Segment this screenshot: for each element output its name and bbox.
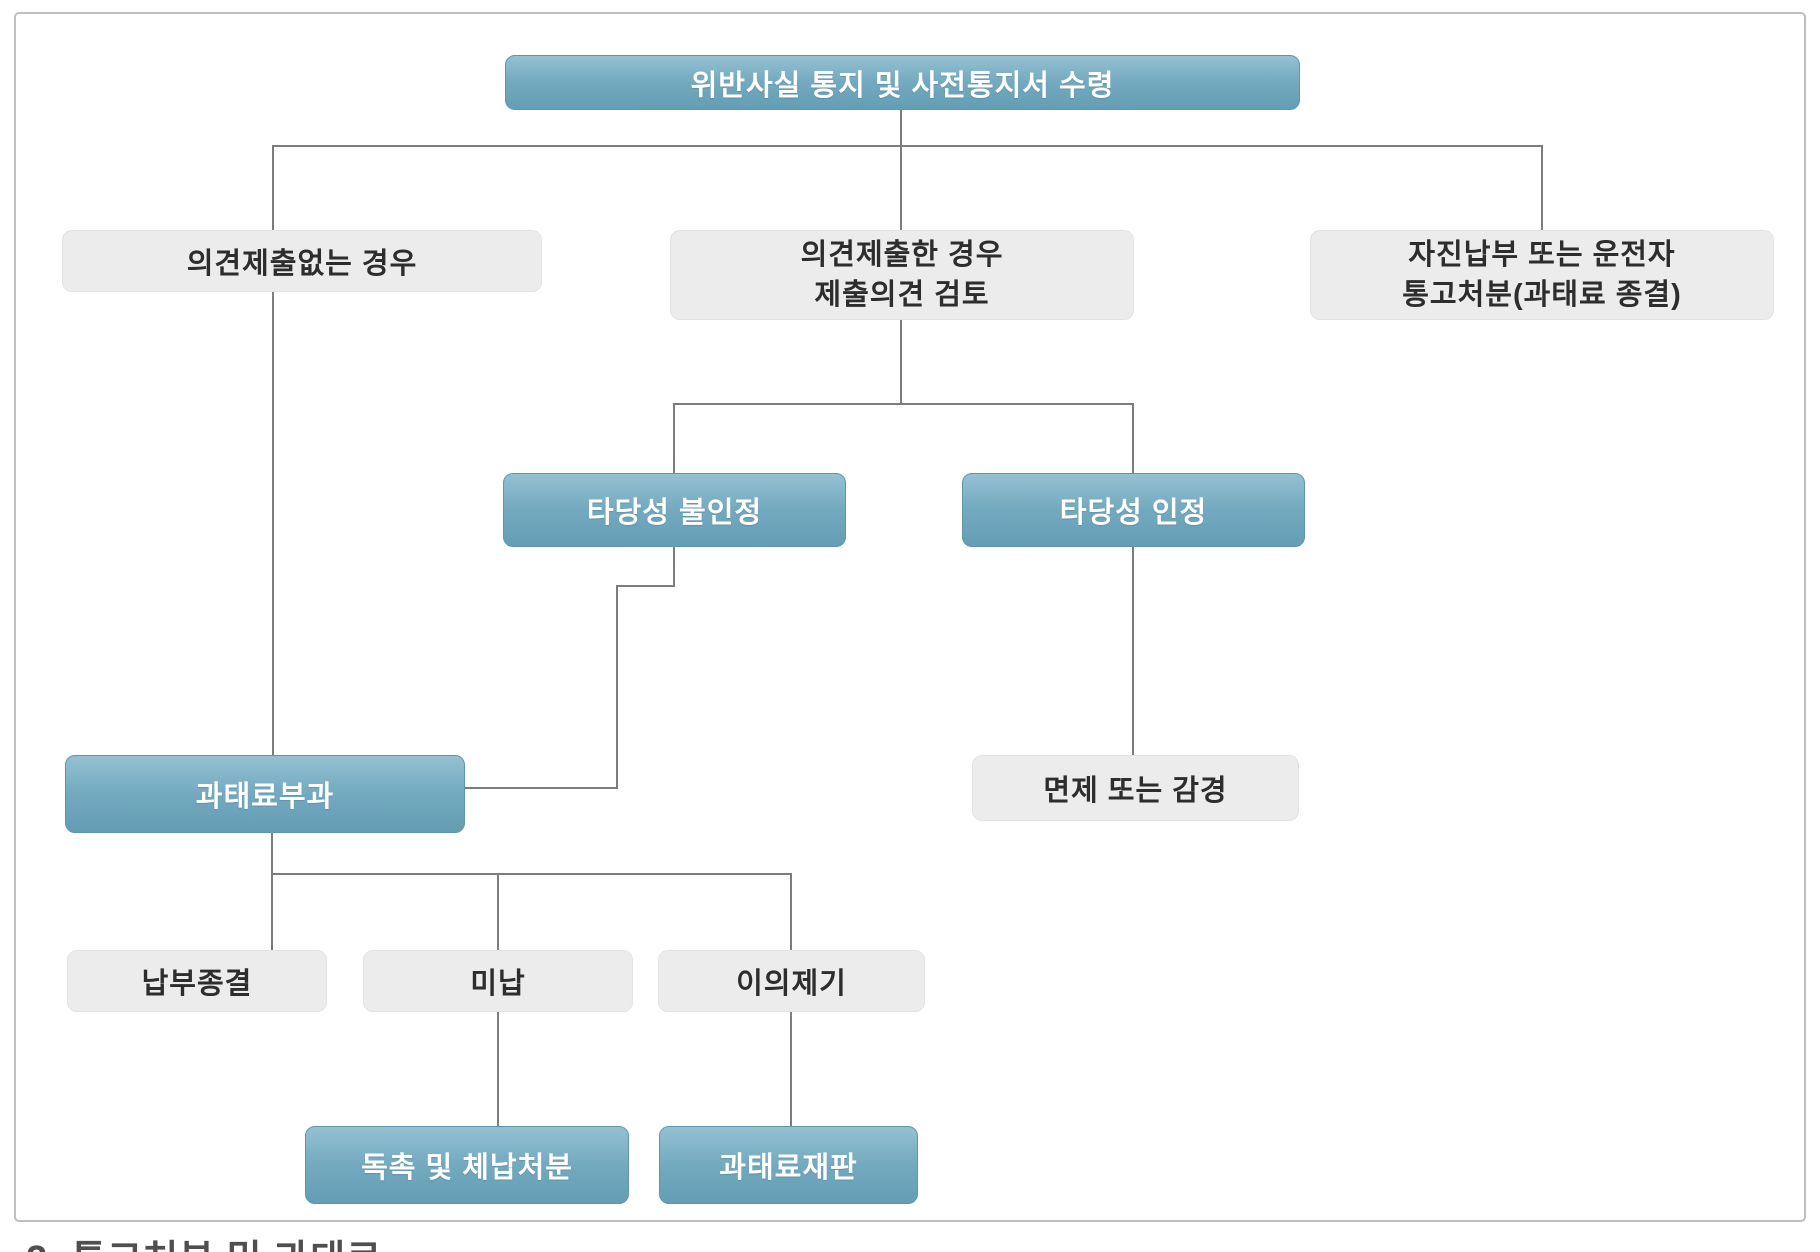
node-label: 이의제기	[736, 968, 847, 1000]
connector-fine-down	[271, 831, 273, 873]
node-objection: 이의제기	[658, 950, 925, 1012]
node-label: 과태료재판	[719, 1152, 858, 1184]
connector-opinion-down	[900, 318, 902, 403]
node-fine-imposed: 과태료부과	[65, 755, 465, 833]
node-unpaid: 미납	[363, 950, 633, 1012]
node-label: 타당성 불인정	[586, 497, 763, 529]
connector-denied-elbow-v1	[673, 545, 675, 585]
node-label-line1: 자진납부 또는 운전자	[1408, 239, 1676, 271]
node-label: 타당성 인정	[1059, 497, 1208, 529]
node-label-line2: 통고처분(과태료 종결)	[1402, 279, 1682, 311]
connector-top-to-middle	[900, 108, 902, 230]
node-label-line1: 의견제출한 경우	[800, 239, 1004, 271]
section-heading-clipped: 2. 통고처분 및 과태료	[26, 1228, 382, 1252]
connector-accepted-to-exemption	[1132, 545, 1134, 755]
node-no-opinion: 의견제출없는 경우	[62, 230, 542, 292]
connector-drop-left	[272, 145, 274, 230]
connector-level2-horizontal	[673, 403, 1134, 405]
node-demand-disposition: 독촉 및 체납처분	[305, 1126, 629, 1204]
node-label: 면제 또는 감경	[1043, 775, 1228, 807]
node-label: 의견제출없는 경우	[186, 248, 418, 280]
connector-denied-elbow-v2	[616, 585, 618, 787]
connector-drop-paymentclosed	[271, 873, 273, 950]
connector-drop-unpaid	[497, 873, 499, 950]
diagram-frame	[14, 12, 1806, 1222]
connector-denied-elbow-h2	[463, 787, 618, 789]
node-label-line2: 제출의견 검토	[814, 279, 990, 311]
node-fine-trial: 과태료재판	[659, 1126, 918, 1204]
node-payment-closed: 납부종결	[67, 950, 327, 1012]
node-exemption-reduction: 면제 또는 감경	[972, 755, 1299, 821]
connector-drop-accepted	[1132, 403, 1134, 473]
connector-unpaid-to-demand	[497, 1010, 499, 1126]
node-voluntary-payment: 자진납부 또는 운전자 통고처분(과태료 종결)	[1310, 230, 1774, 320]
node-label: 위반사실 통지 및 사전통지서 수령	[690, 69, 1115, 102]
node-validity-denied: 타당성 불인정	[503, 473, 846, 547]
node-receive-notice: 위반사실 통지 및 사전통지서 수령	[505, 55, 1300, 110]
node-opinion-submitted: 의견제출한 경우 제출의견 검토	[670, 230, 1134, 320]
node-validity-accepted: 타당성 인정	[962, 473, 1305, 547]
connector-noopinion-to-fine	[272, 290, 274, 755]
connector-denied-elbow-h1	[616, 585, 675, 587]
node-label: 과태료부과	[195, 781, 335, 813]
connector-objection-to-trial	[790, 1010, 792, 1126]
connector-drop-denied	[673, 403, 675, 473]
connector-level1-horizontal	[272, 145, 1543, 147]
connector-drop-right	[1541, 145, 1543, 230]
node-label: 납부종결	[141, 968, 253, 1000]
node-label: 미납	[470, 968, 526, 1000]
connector-drop-objection	[790, 873, 792, 950]
node-label: 독촉 및 체납처분	[361, 1152, 573, 1184]
connector-level3-horizontal	[271, 873, 792, 875]
